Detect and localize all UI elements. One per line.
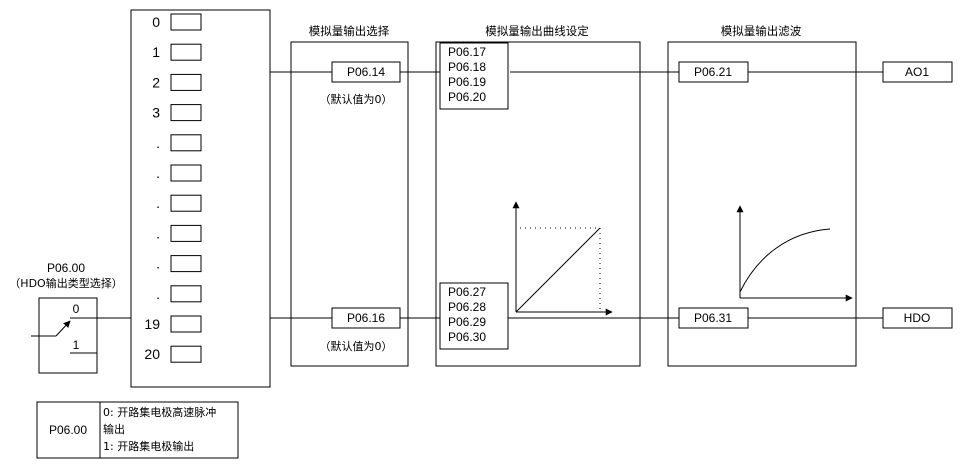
legend-table: P06.00 0: 开路集电极高速脉冲 输出 1: 开路集电极输出 [36, 401, 239, 459]
channel-label: . [156, 135, 160, 151]
hdo-output-box: HDO [882, 307, 953, 329]
switch-option-0: 0 [73, 302, 80, 316]
channel-slot [170, 104, 202, 122]
p0631-box: P06.31 [678, 307, 749, 329]
default-note-top: （默认值为0） [320, 93, 393, 106]
svg-text:HDO: HDO [904, 311, 931, 325]
channel-row: 2 [152, 73, 202, 91]
channel-label: . [156, 165, 160, 181]
channel-label: . [156, 225, 160, 241]
channel-slot [170, 43, 202, 61]
legend-line-0: 0: 开路集电极高速脉冲 [103, 405, 216, 419]
legend-line-2: 1: 开路集电极输出 [103, 439, 194, 453]
ao1-output-box: AO1 [882, 61, 953, 83]
svg-text:P06.21: P06.21 [694, 65, 732, 79]
channel-slot [170, 194, 202, 212]
channel-label: 0 [152, 14, 160, 30]
channel-row: . [156, 224, 202, 242]
p0614-box: P06.14 [331, 61, 401, 83]
channel-row: 20 [144, 345, 202, 363]
channel-slot [170, 73, 202, 91]
channel-slot [170, 134, 202, 152]
channel-row: 3 [152, 104, 202, 122]
channel-slot [170, 285, 202, 303]
switch-option-1: 1 [73, 338, 80, 352]
channel-slot [170, 224, 202, 242]
hdo-type-switch: 0 1 [31, 297, 98, 374]
channel-label: . [156, 286, 160, 302]
curve-params-top: P06.17 P06.18 P06.19 P06.20 [439, 42, 509, 110]
legend-line-1: 输出 [103, 422, 125, 436]
curve-section-title: 模拟量输出曲线设定 [485, 24, 589, 38]
svg-text:P06.16: P06.16 [347, 311, 385, 325]
channel-label: 19 [144, 316, 160, 332]
svg-text:P06.29: P06.29 [448, 315, 486, 329]
select-section-title: 模拟量输出选择 [309, 24, 390, 38]
channel-label: . [156, 195, 160, 211]
channel-slot [170, 255, 202, 273]
channel-slot [170, 164, 202, 182]
linear-curve-graph [512, 201, 613, 316]
channel-label: 2 [152, 74, 160, 90]
channel-label: . [156, 256, 160, 272]
channel-row: 19 [144, 315, 202, 333]
channel-row: . [156, 285, 202, 303]
channel-row: 1 [152, 43, 202, 61]
p0621-box: P06.21 [678, 61, 749, 83]
svg-text:P06.27: P06.27 [448, 285, 486, 299]
filter-section-title: 模拟量输出滤波 [721, 24, 802, 38]
channel-row: 0 [152, 13, 202, 31]
channel-row: . [156, 164, 202, 182]
p0616-box: P06.16 [331, 307, 401, 329]
svg-text:P06.17: P06.17 [448, 45, 486, 59]
hdo-type-desc: （HDO输出类型选择） [9, 276, 122, 290]
channel-label: 3 [152, 105, 160, 121]
channel-label: 1 [152, 44, 160, 60]
svg-text:P06.28: P06.28 [448, 300, 486, 314]
svg-text:P06.20: P06.20 [448, 90, 486, 104]
curve-params-bottom: P06.27 P06.28 P06.29 P06.30 [439, 282, 509, 350]
channel-row: . [156, 194, 202, 212]
channel-label: 20 [144, 346, 160, 362]
legend-code: P06.00 [49, 423, 87, 437]
channel-row: . [156, 255, 202, 273]
channel-panel: 0 1 2 3...... 19 20 [130, 9, 271, 388]
hdo-type-code: P06.00 [47, 261, 85, 275]
default-note-bottom: （默认值为0） [320, 340, 393, 353]
channel-slot [170, 315, 202, 333]
channel-slot [170, 345, 202, 363]
channel-list: 0 1 2 3...... 19 20 [144, 13, 202, 363]
channel-slot [170, 13, 202, 31]
svg-text:P06.30: P06.30 [448, 330, 486, 344]
svg-text:P06.18: P06.18 [448, 60, 486, 74]
channel-row: . [156, 134, 202, 152]
svg-text:AO1: AO1 [905, 65, 929, 79]
filter-response-graph [736, 205, 853, 302]
svg-text:P06.14: P06.14 [347, 65, 385, 79]
svg-text:P06.19: P06.19 [448, 75, 486, 89]
svg-text:P06.31: P06.31 [694, 311, 732, 325]
